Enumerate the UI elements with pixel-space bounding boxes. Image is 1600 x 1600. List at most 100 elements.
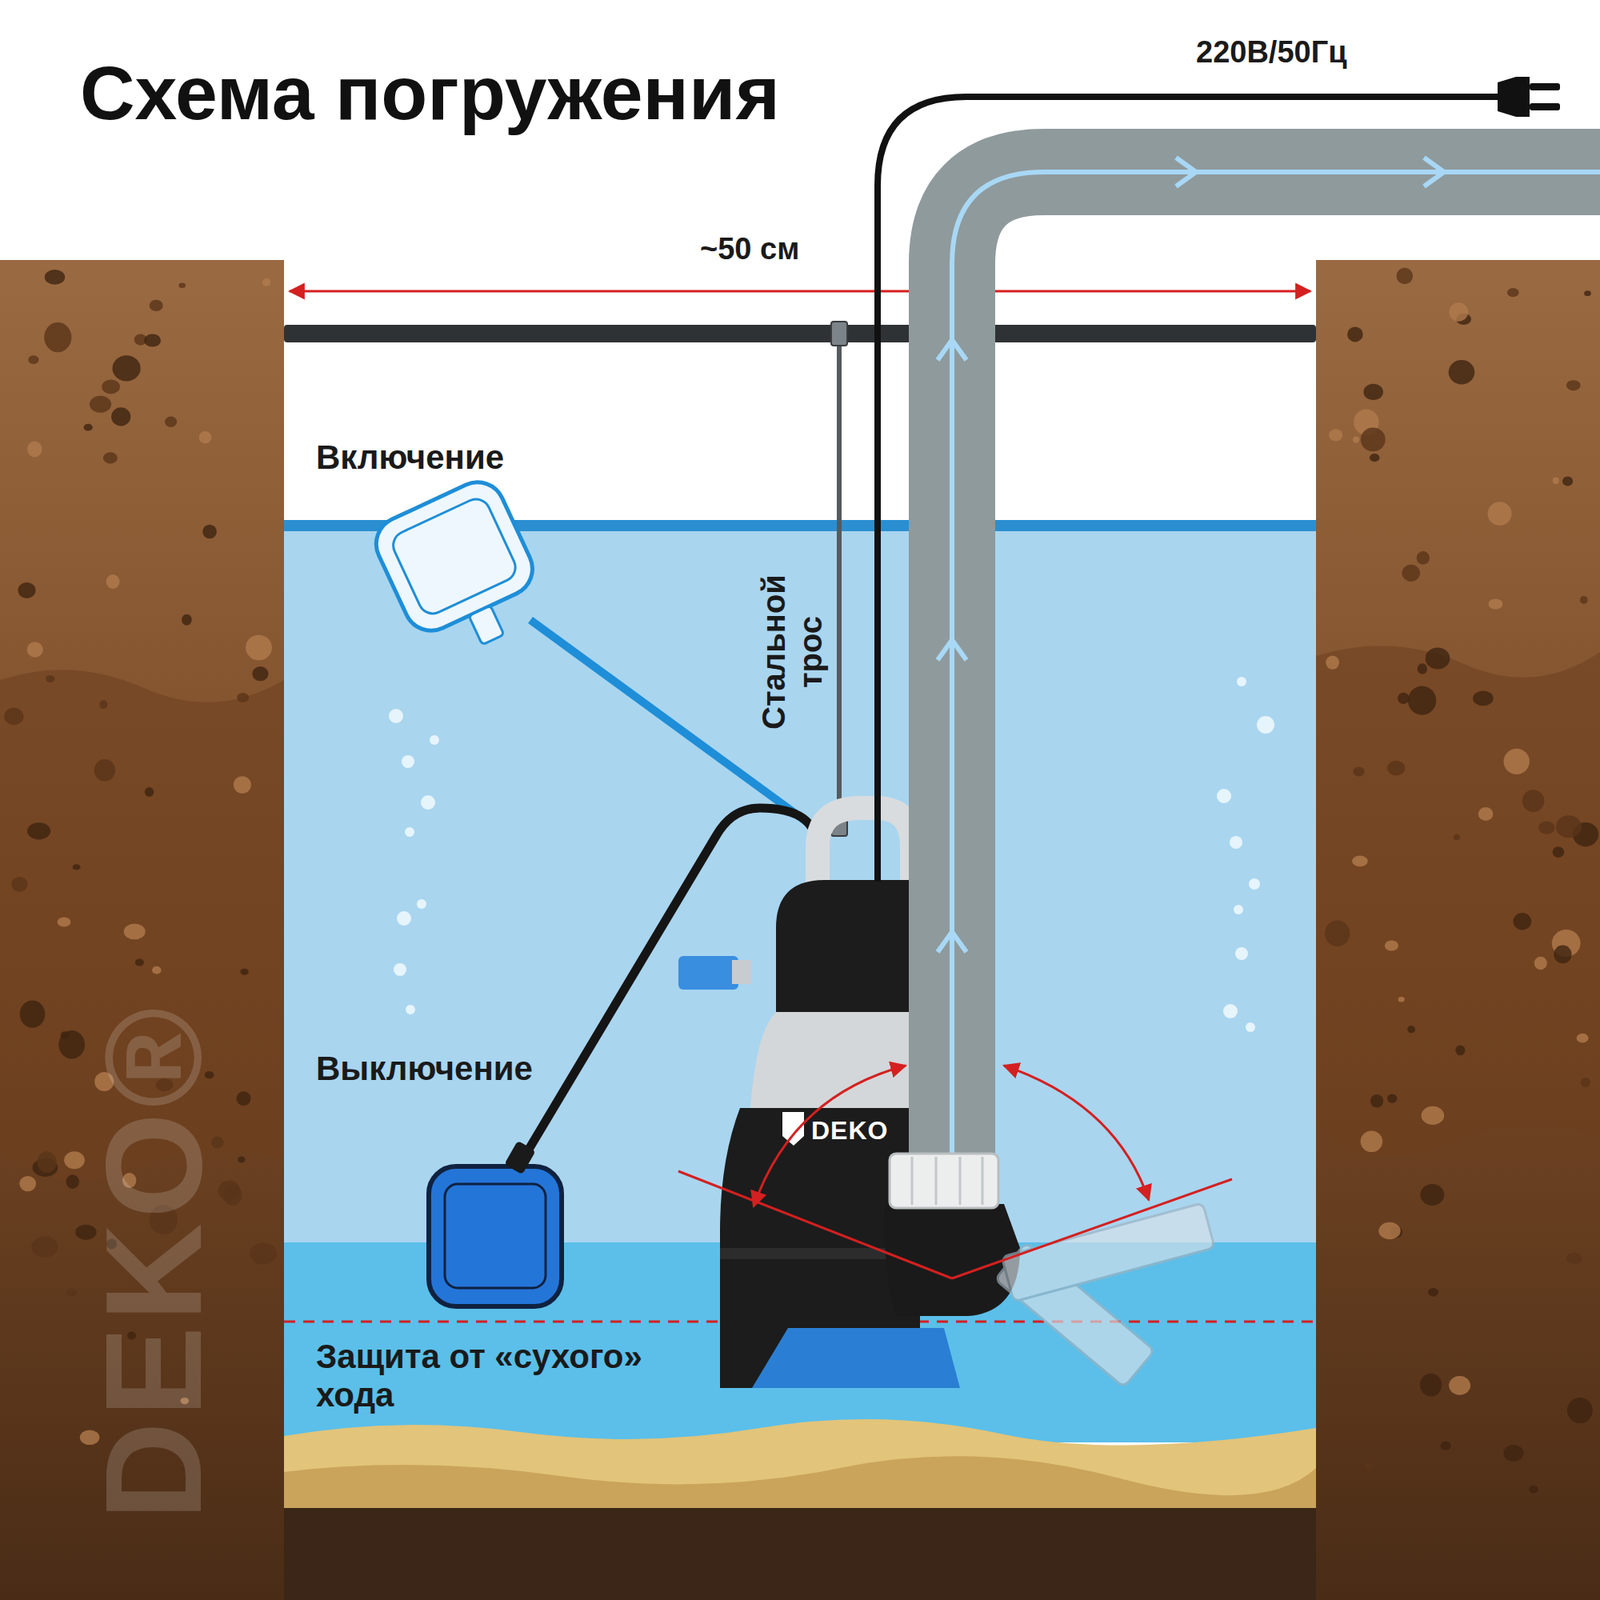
soil-dot — [1453, 834, 1460, 841]
dimension-line — [289, 290, 1311, 293]
soil-dot — [1567, 1397, 1593, 1424]
soil-dots — [4, 268, 1599, 1494]
soil-dot — [111, 407, 131, 426]
soil-dot — [1425, 647, 1451, 669]
soil-dot — [1360, 1131, 1384, 1153]
soil-dot — [89, 396, 112, 413]
soil-dot — [1416, 551, 1430, 565]
soil-dot — [237, 1156, 245, 1163]
soil-dot — [1512, 912, 1532, 930]
switch-off-label: Выключение — [316, 1049, 533, 1088]
soil-dot — [4, 708, 24, 725]
soil-dot — [36, 1151, 56, 1173]
soil-dot — [44, 322, 72, 352]
soil-dot — [1353, 766, 1365, 776]
soil-dot — [1503, 1444, 1524, 1462]
power-cable — [877, 96, 1504, 882]
soil-dot — [1408, 686, 1436, 716]
soil-dot — [66, 1288, 77, 1296]
soil-dot — [1488, 501, 1512, 526]
soil-dot — [249, 1243, 277, 1265]
soil-dot — [164, 416, 177, 428]
soil-dot — [1562, 476, 1573, 487]
soil-dot — [1580, 596, 1588, 604]
soil-dot — [1364, 1462, 1373, 1472]
soil-dot — [106, 574, 120, 589]
soil-dot — [1352, 436, 1360, 443]
soil-dot — [144, 334, 161, 348]
soil-dot — [1398, 996, 1405, 1002]
soil-dot — [1363, 384, 1384, 400]
soil-left — [0, 260, 284, 1600]
soil-dot — [18, 582, 36, 599]
soil-dot — [99, 700, 108, 709]
soil-dot — [19, 1176, 36, 1192]
soil-dot — [1552, 846, 1565, 858]
soil-dot — [1448, 1376, 1471, 1396]
soil-dot — [1402, 564, 1421, 582]
watermark: DEKO® — [76, 1003, 233, 1520]
soil-dot — [236, 1091, 252, 1106]
soil-dot — [1370, 1094, 1384, 1108]
soil-dot — [72, 864, 81, 870]
soil-dot — [1328, 428, 1343, 441]
switch-on-label: Включение — [316, 438, 504, 477]
sand-shade — [284, 1456, 1316, 1516]
soil-dot — [27, 441, 43, 458]
pump-brand: DEKO — [811, 1116, 888, 1146]
soil-dot — [1396, 268, 1414, 284]
title: Схема погружения — [80, 49, 780, 137]
soil-dot — [1347, 326, 1364, 342]
soil-dot — [252, 666, 268, 681]
angle-marks — [678, 1065, 1232, 1279]
soil-dot — [84, 424, 93, 432]
soil-dot — [124, 924, 146, 940]
soil-dot — [245, 635, 272, 661]
soil-dot — [1325, 655, 1340, 669]
dry-run-label: Защита от «сухого» хода — [316, 1337, 684, 1416]
soil-dot — [1504, 748, 1530, 775]
soil-dot — [1534, 956, 1548, 971]
soil-dot — [1478, 807, 1494, 821]
float-on — [367, 473, 555, 669]
soil-dot — [1440, 1440, 1452, 1451]
soil-dot — [1352, 856, 1368, 868]
soil-dot — [1384, 940, 1399, 951]
soil-dot — [181, 614, 192, 626]
soil-dot — [144, 787, 154, 797]
soil-dot — [1556, 815, 1582, 838]
soil-dot — [20, 1000, 46, 1028]
support-bar — [284, 324, 1316, 343]
soil-dot — [112, 355, 141, 381]
soil-dot — [60, 1031, 70, 1039]
soil-dot — [1566, 380, 1581, 391]
plug — [1497, 76, 1560, 117]
soil-dot — [1448, 360, 1476, 385]
soil-dot — [94, 759, 116, 782]
soil-dot — [1566, 1252, 1583, 1264]
soil-dot — [1580, 1077, 1591, 1088]
cable-clamp — [831, 321, 848, 346]
soil-dot — [1387, 1093, 1397, 1103]
soil-dot — [1488, 598, 1504, 609]
soil-dot — [1420, 1373, 1442, 1397]
soil-layer — [1316, 645, 1600, 1157]
soil-dot — [1507, 288, 1520, 297]
soil-dot — [1472, 691, 1494, 707]
water — [284, 525, 1316, 1246]
soil-dot — [199, 431, 212, 444]
soil-dot — [44, 269, 65, 285]
soil-dot — [1324, 920, 1350, 947]
soil-dot — [1448, 302, 1468, 321]
soil-dot — [1428, 1288, 1439, 1297]
soil-dot — [1387, 760, 1405, 776]
soil-dot — [1528, 1485, 1538, 1494]
soil-dot — [1417, 663, 1428, 674]
float-off — [428, 1140, 562, 1307]
soil-dot — [1421, 1106, 1445, 1125]
soil-dot — [1553, 945, 1572, 964]
soil-dot — [236, 692, 249, 703]
pipe-coupling — [889, 1153, 999, 1208]
flow-arrows — [937, 157, 1444, 952]
